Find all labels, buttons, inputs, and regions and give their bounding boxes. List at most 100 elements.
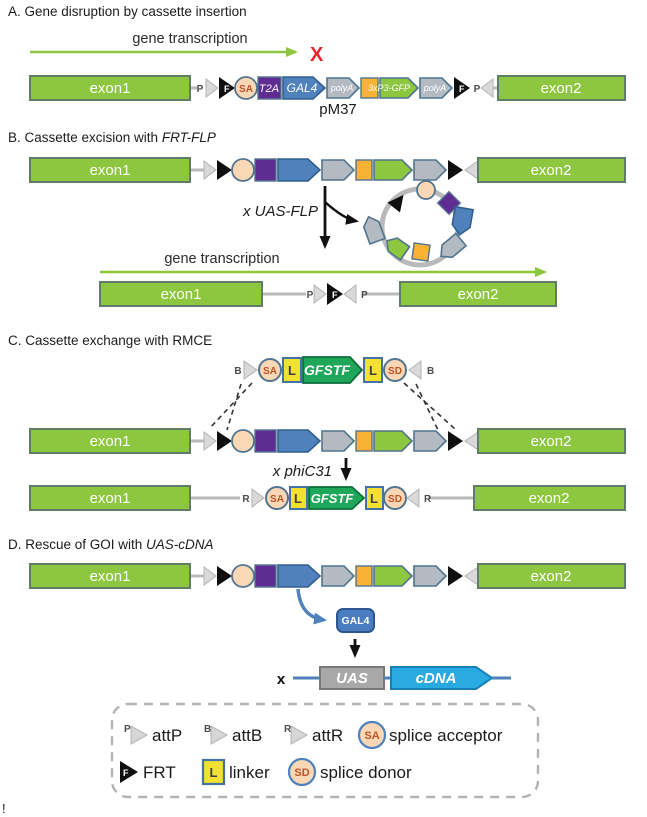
footnote-mark: ! [2, 801, 6, 816]
linker-letter: L [288, 363, 296, 378]
rmce-donor-cassette: B SA L GFSTF L SD B [234, 356, 434, 384]
legend: P attP B attB R attR SA splice acceptor … [110, 702, 540, 799]
linker-box [289, 486, 308, 510]
attp-triangle [343, 284, 357, 304]
attp-triangle [480, 78, 494, 98]
exon2-box [473, 485, 626, 511]
recombination-cross-lines [208, 382, 456, 431]
exon2-box [477, 157, 626, 183]
polya-label: polyA [330, 83, 354, 93]
linker-box [282, 357, 302, 383]
excision-branch-arrow [324, 201, 359, 225]
integrated-cassette [203, 429, 479, 453]
p3-marker-box [411, 242, 431, 262]
attp-triangle [313, 284, 327, 304]
legend-box [110, 702, 540, 799]
t2a-label: T2A [259, 83, 279, 95]
gal4-arrow [282, 76, 327, 100]
legend-attp-label: attP [152, 726, 182, 745]
exon2-label: exon2 [529, 490, 570, 507]
gfstf-arrow [308, 486, 366, 510]
gal4-badge-label: GAL4 [341, 615, 369, 627]
linker-letter: L [294, 491, 302, 506]
attb-triangle [210, 725, 229, 745]
exon1-label: exon1 [161, 286, 202, 303]
splice-donor-circle [383, 358, 407, 382]
legend-attr-label: attR [312, 726, 343, 745]
sd-label: SD [388, 366, 402, 377]
linker-letter: L [369, 363, 377, 378]
p3-gfp-label: 3xP3-GFP [368, 83, 410, 93]
panel-a-title: A. Gene disruption by cassette insertion [8, 4, 247, 19]
integrated-cassette [203, 158, 479, 182]
phic31-cross-label: x phiC31 [272, 463, 332, 480]
legend-frt-letter: F [123, 768, 129, 778]
exon2-box [497, 75, 626, 101]
attr-triangle [251, 488, 265, 508]
plasmid-name: pM37 [319, 101, 357, 118]
attp-letter: P [307, 290, 314, 301]
gfp-arrow [379, 77, 420, 99]
gal4-expression-arrow [296, 588, 327, 625]
polya-label: polyA [423, 83, 447, 93]
attb-letter: B [427, 366, 434, 377]
exon2-box [477, 563, 626, 589]
panel-d: D. Rescue of GOI with UAS-cDNA exon1 exo… [8, 537, 626, 690]
frt-triangle [219, 77, 235, 99]
exon1-box [29, 157, 191, 183]
legend-linker-label: linker [229, 763, 270, 782]
sd-label: SD [388, 494, 402, 505]
legend-attb-label: attB [232, 726, 262, 745]
exon1-box [29, 75, 191, 101]
exon1-box [29, 485, 191, 511]
gal4-badge [336, 608, 375, 633]
attb-triangle [408, 360, 422, 380]
legend-linker-letter: L [210, 765, 218, 780]
exon1-label: exon1 [90, 80, 131, 97]
uas-label: UAS [336, 670, 368, 687]
splice-acceptor-circle [258, 358, 282, 382]
sa-label: SA [239, 84, 253, 95]
t2a-box [257, 76, 282, 100]
panel-b-title: B. Cassette excision with FRT-FLP [8, 130, 216, 145]
gfstf-label: GFSTF [304, 362, 350, 378]
legend-attr-letter: R [284, 724, 292, 735]
sa-label: SA [270, 494, 284, 505]
attr-letter: R [424, 494, 432, 505]
frt-triangle [120, 761, 138, 783]
cdna-label: cDNA [416, 670, 457, 687]
exon1-label: exon1 [90, 568, 131, 585]
gfstf-arrow [302, 356, 364, 384]
polya-arrow [419, 77, 454, 99]
exon2-box [399, 281, 557, 307]
exon1-label: exon1 [90, 162, 131, 179]
splice-donor-circle [287, 757, 317, 787]
exon1-box [29, 563, 191, 589]
exon1-label: exon1 [90, 433, 131, 450]
transcription-label-b: gene transcription [164, 251, 279, 267]
legend-frt-label: FRT [143, 763, 176, 782]
exon1-label: exon1 [90, 490, 131, 507]
attp-letter: P [361, 290, 368, 301]
splice-acceptor-circle [357, 720, 387, 750]
linker-letter: L [370, 491, 378, 506]
frt-letter: F [459, 84, 465, 94]
attp-letter: P [197, 84, 204, 95]
panel-d-title: D. Rescue of GOI with UAS-cDNA [8, 537, 214, 552]
exon2-label: exon2 [531, 162, 572, 179]
attp-triangle [130, 725, 149, 745]
uas-flp-cross-label: x UAS-FLP [242, 203, 318, 220]
legend-sa-letter: SA [364, 730, 379, 742]
splice-acceptor-circle [265, 486, 289, 510]
block-x-mark: X [310, 44, 324, 66]
polya-arrow [326, 77, 361, 99]
gal4-arrow [451, 205, 475, 236]
attb-letter: B [234, 366, 241, 377]
attr-triangle [290, 725, 309, 745]
panel-c-title: C. Cassette exchange with RMCE [8, 333, 212, 348]
frt-letter: F [332, 290, 338, 300]
splice-acceptor-circle [416, 180, 436, 200]
panel-b: B. Cassette excision with FRT-FLP exon1 … [8, 130, 626, 307]
gfstf-label: GFSTF [311, 491, 355, 506]
